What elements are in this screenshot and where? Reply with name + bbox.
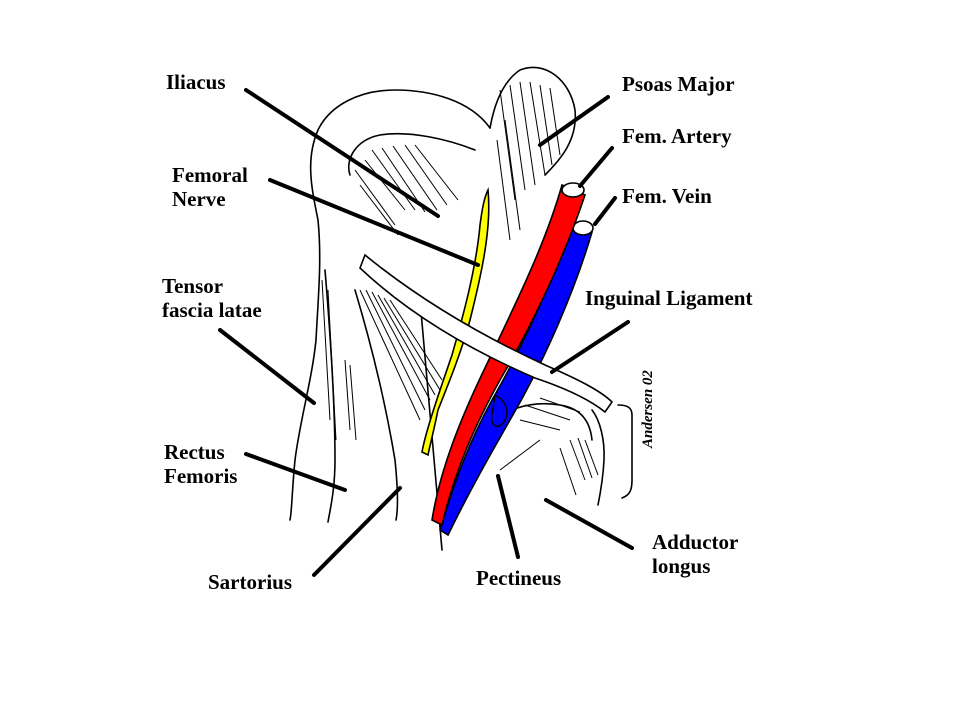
label-sartorius-line: Sartorius <box>208 570 292 594</box>
sartorius-leader <box>312 486 402 577</box>
label-fem-vein: Fem. Vein <box>622 184 712 208</box>
label-pectineus-line: Pectineus <box>476 566 562 590</box>
label-rectus-femoris-line-2: Femoris <box>164 464 238 488</box>
thigh-inner-line <box>324 269 336 523</box>
label-psoas-major: Psoas Major <box>622 72 735 96</box>
label-sartorius: Sartorius <box>208 570 292 594</box>
label-fem-artery: Fem. Artery <box>622 124 732 148</box>
label-adductor-longus: Adductor longus <box>652 530 738 578</box>
leader-lines <box>218 88 634 577</box>
artist-signature: Andersen 02 <box>640 370 656 448</box>
label-rectus-femoris-line-1: Rectus <box>164 440 225 464</box>
signature-bracket <box>617 404 633 499</box>
psoas-major-leader <box>538 95 610 147</box>
label-inguinal-ligament-line: Inguinal Ligament <box>585 286 753 310</box>
label-adductor-longus-line-1: Adductor <box>652 530 739 554</box>
thigh-outline <box>289 89 491 521</box>
label-fem-vein-line: Fem. Vein <box>622 184 712 208</box>
iliacus-leader <box>244 88 440 218</box>
inguinal-ligament-shape <box>359 253 614 414</box>
femoral-nerve-leader <box>268 178 480 267</box>
label-psoas-major-line: Psoas Major <box>622 72 735 96</box>
tensor-fascia-latae-leader <box>218 328 316 405</box>
fem-vein-leader <box>593 196 617 226</box>
femoral-vein-shape <box>439 220 593 537</box>
label-femoral-nerve-line-1: Femoral <box>172 163 248 187</box>
label-pectineus: Pectineus <box>476 566 561 590</box>
label-tensor-line-2: fascia latae <box>162 298 262 322</box>
sartorius-line <box>354 289 399 521</box>
adductor-longus-leader <box>544 498 634 550</box>
label-iliacus: Iliacus <box>166 70 226 94</box>
psoas-outline <box>489 66 577 176</box>
rectus-femoris-leader <box>244 452 347 492</box>
label-rectus-femoris: Rectus Femoris <box>164 440 237 488</box>
muscle-fibres <box>321 81 599 496</box>
femoral-nerve-shape <box>421 187 490 457</box>
label-femoral-nerve: Femoral Nerve <box>172 163 248 211</box>
label-inguinal-ligament: Inguinal Ligament <box>585 286 752 310</box>
label-femoral-nerve-line-2: Nerve <box>172 187 226 211</box>
label-fem-artery-line: Fem. Artery <box>622 124 732 148</box>
pectineus-leader <box>496 474 520 559</box>
inguinal-ligament-leader <box>550 320 630 374</box>
femoral-vein-lumen <box>572 220 594 236</box>
fem-artery-leader <box>578 146 614 188</box>
label-tensor-fascia-latae: Tensor fascia latae <box>162 274 262 322</box>
label-tensor-line-1: Tensor <box>162 274 224 298</box>
vein-tributary <box>491 393 508 427</box>
adductor-outline <box>591 409 605 506</box>
label-iliacus-line: Iliacus <box>166 70 226 94</box>
label-adductor-longus-line-2: longus <box>652 554 711 578</box>
